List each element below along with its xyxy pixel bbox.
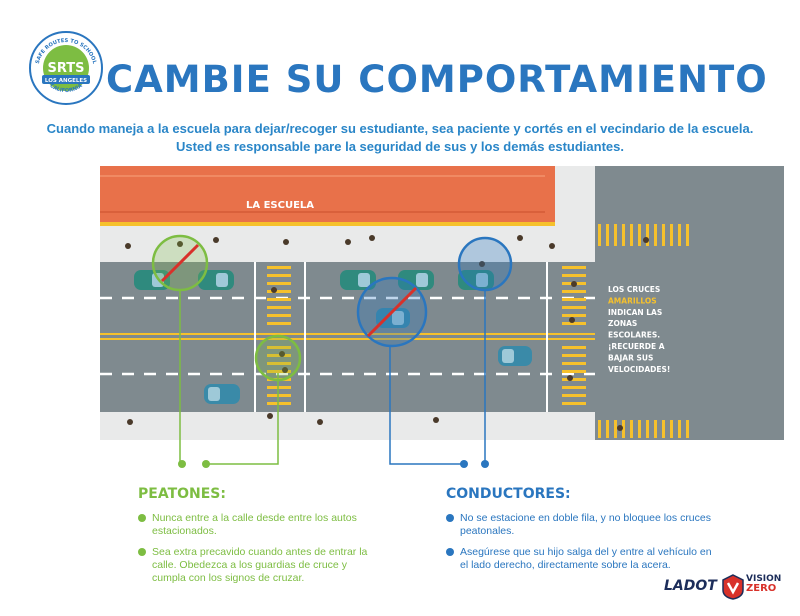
logo-monogram: SRTS [47, 61, 84, 76]
conductores-bullet-2: Asegúrese que su hijo salga del y entre … [460, 546, 712, 571]
crosswalk-note-line: VELOCIDADES! [608, 365, 670, 374]
bullet-dot [138, 514, 146, 522]
car [204, 384, 240, 404]
car [398, 270, 434, 290]
list-item: Asegúrese que su hijo salga del y entre … [446, 546, 716, 572]
crosswalk-side-bottom [598, 420, 689, 438]
crosswalk-note-line: ¡RECUERDE A [608, 342, 665, 351]
page-title: CAMBIE SU COMPORTAMIENTO [106, 58, 768, 101]
car [198, 270, 234, 290]
peatones-bullet-1: Nunca entre a la calle desde entre los a… [152, 512, 357, 537]
logo-banner: LOS ANGELES [45, 78, 87, 84]
car [498, 346, 532, 366]
street-illustration: LA ESCUELA [100, 166, 784, 440]
logo-arc-bottom: CALIFORNIA [48, 83, 83, 94]
car [376, 308, 410, 328]
list-item: Sea extra precavido cuando antes de entr… [138, 546, 378, 585]
crosswalk-note-line: ESCOLARES. [608, 331, 660, 340]
intro-line-2: Usted es responsable pare la seguridad d… [176, 139, 624, 154]
crosswalk-note-line: AMARILLOS [608, 296, 657, 305]
school-label: LA ESCUELA [246, 200, 314, 211]
conductores-list: No se estacione en doble fila, y no bloq… [446, 512, 716, 580]
crosswalk-note-line: INDICAN LAS [608, 308, 662, 317]
bullet-dot [446, 548, 454, 556]
intro-line-1: Cuando maneja a la escuela para dejar/re… [46, 121, 754, 136]
crosswalk-note-line: LOS CRUCES [608, 285, 660, 294]
bullet-dot [138, 548, 146, 556]
list-item: No se estacione en doble fila, y no bloq… [446, 512, 716, 538]
vision-zero-logo: VISION ZERO [746, 574, 781, 594]
crosswalk-note: LOS CRUCES AMARILLOS INDICAN LAS ZONAS ESCOL… [608, 285, 670, 374]
conductores-bullet-1: No se estacione en doble fila, y no bloq… [460, 512, 711, 537]
conductores-heading: CONDUCTORES: [446, 486, 571, 502]
crosswalk-side-top [598, 224, 689, 246]
crosswalk-note-line: ZONAS [608, 319, 637, 328]
ladot-logo: LADOT [664, 578, 717, 594]
car [458, 270, 494, 290]
zero-text: ZERO [746, 583, 777, 594]
peatones-bullet-2: Sea extra precavido cuando antes de entr… [152, 546, 368, 584]
list-item: Nunca entre a la calle desde entre los a… [138, 512, 378, 538]
bullet-dot [446, 514, 454, 522]
peatones-heading: PEATONES: [138, 486, 226, 502]
car [340, 270, 376, 290]
vision-text: VISION [746, 574, 782, 584]
vision-zero-badge-icon [722, 574, 744, 600]
svg-text:CALIFORNIA: CALIFORNIA [48, 83, 83, 94]
crosswalk-note-line: BAJAR SUS [608, 353, 653, 362]
safe-routes-logo: SAFE ROUTES TO SCHOOL SRTS LOS ANGELES C… [29, 31, 103, 105]
peatones-list: Nunca entre a la calle desde entre los a… [138, 512, 378, 593]
crosswalk-midblock [267, 266, 291, 405]
